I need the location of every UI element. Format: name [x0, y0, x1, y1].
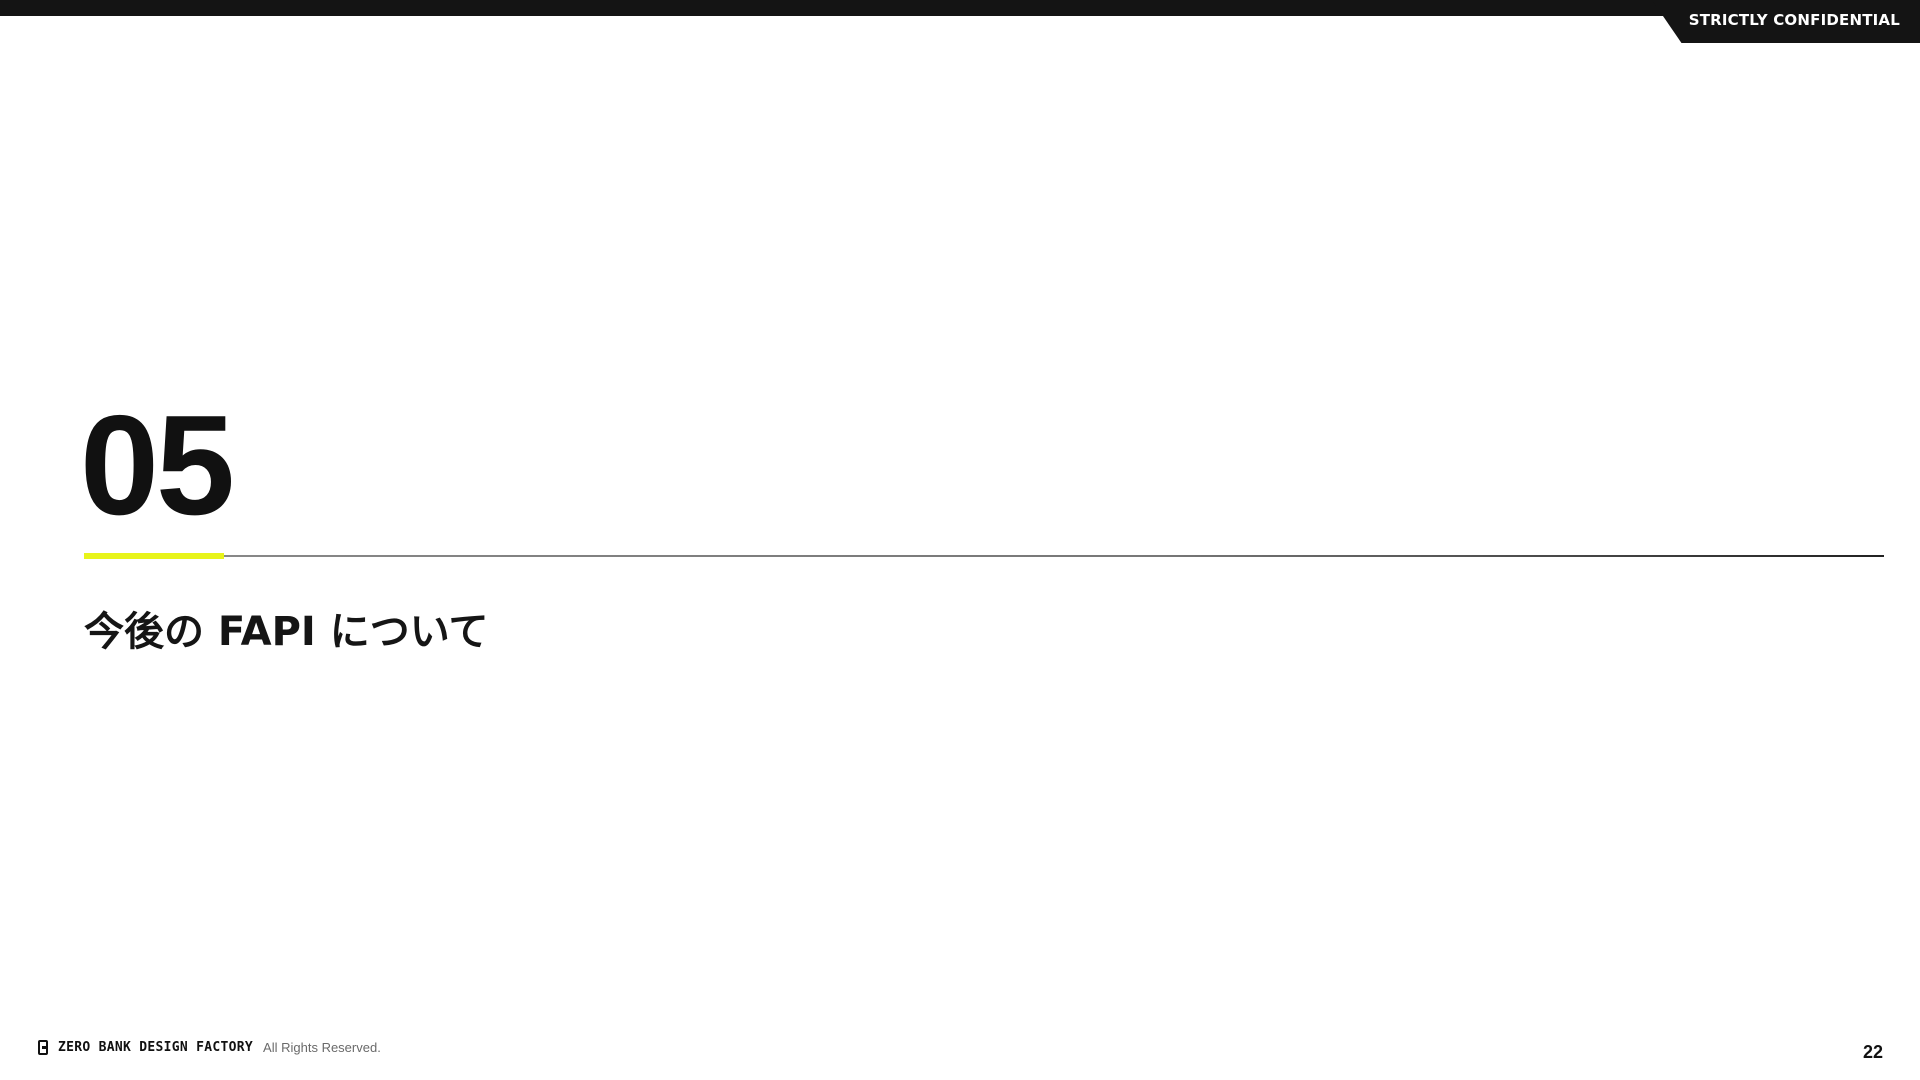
section-title: 今後の FAPI について — [84, 609, 489, 655]
section-divider-accent — [84, 553, 224, 559]
brand-logo-icon — [38, 1040, 48, 1055]
footer-brand: ZERO BANK DESIGN FACTORY — [58, 1040, 254, 1055]
confidential-tab — [1652, 0, 1920, 43]
confidential-label: STRICTLY CONFIDENTIAL — [1688, 11, 1900, 29]
footer: ZERO BANK DESIGN FACTORY All Rights Rese… — [38, 1040, 381, 1055]
page-number: 22 — [1862, 1042, 1883, 1062]
section-number: 05 — [80, 386, 235, 545]
section-divider — [84, 555, 1884, 557]
footer-rights: All Rights Reserved. — [263, 1040, 381, 1055]
top-bar — [0, 0, 1920, 16]
